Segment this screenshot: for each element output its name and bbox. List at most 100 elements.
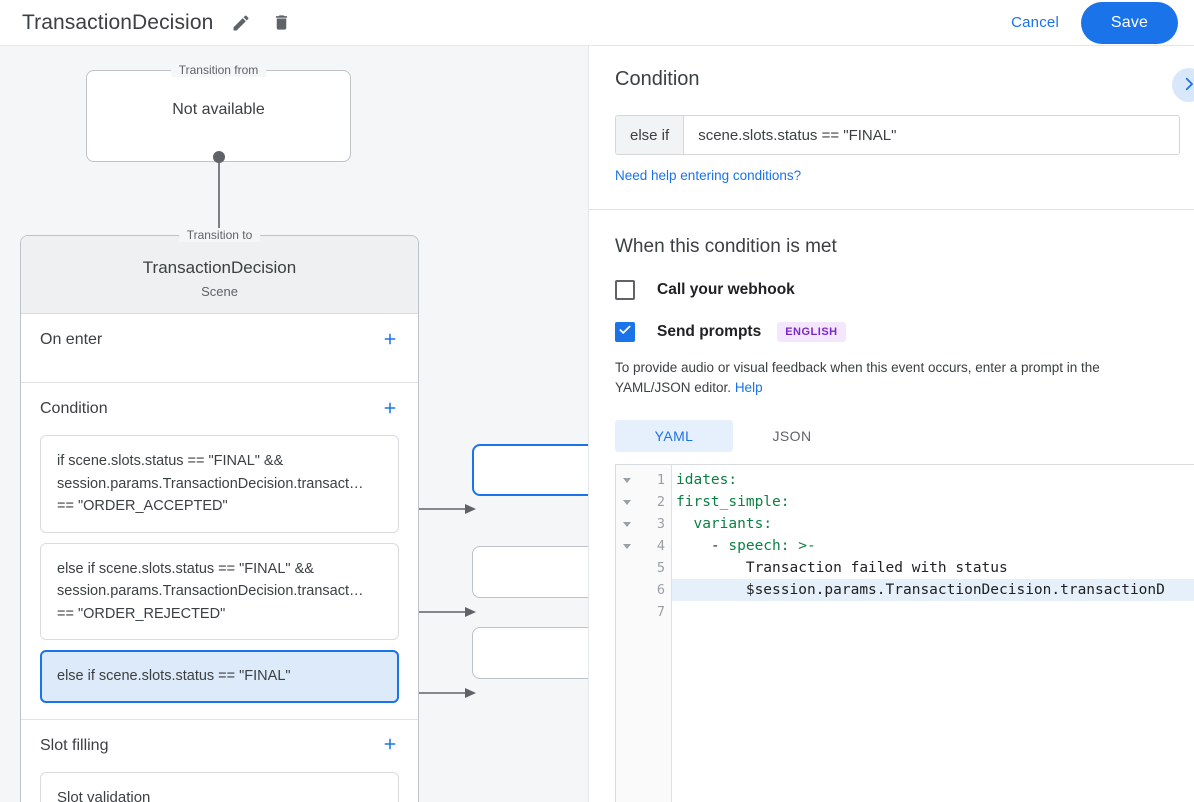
editor-gutter: 1 2 3 4 5 6 7 — [616, 465, 672, 802]
edit-name-button[interactable] — [227, 9, 255, 37]
code-line[interactable]: $session.params.TransactionDecision.tran… — [672, 579, 1194, 601]
code-indent — [676, 516, 693, 532]
condition-list-item[interactable]: if scene.slots.status == "FINAL" && sess… — [40, 435, 399, 533]
condition-help-link[interactable]: Need help entering conditions? — [615, 168, 802, 183]
transition-from-legend: Transition from — [170, 63, 267, 77]
code-rest-token: : >- — [780, 538, 816, 554]
top-app-bar: TransactionDecision Cancel Save — [0, 0, 1194, 46]
flow-canvas[interactable]: Transition from Not available Transition… — [0, 46, 588, 802]
code-rest-token: : — [728, 472, 738, 488]
send-prompts-row[interactable]: Send prompts ENGLISH — [589, 322, 1194, 342]
gutter-row: 2 — [616, 491, 671, 513]
fold-triangle-icon[interactable] — [616, 475, 638, 485]
section-title-slot-filling: Slot filling — [40, 736, 109, 754]
code-line[interactable]: first_simple: — [672, 491, 1194, 513]
send-prompts-checkbox[interactable] — [615, 322, 635, 342]
line-number: 7 — [656, 604, 665, 620]
condition-list-item[interactable]: else if scene.slots.status == "FINAL" &&… — [40, 542, 399, 640]
scene-name: TransactionDecision — [142, 258, 297, 277]
code-indent — [676, 582, 746, 598]
editor-code-lines[interactable]: idates:first_simple: variants: - speech:… — [672, 465, 1194, 802]
transition-from-box: Transition from Not available — [86, 63, 351, 162]
code-indent: - — [676, 538, 729, 554]
code-line[interactable] — [672, 601, 1194, 623]
cancel-button[interactable]: Cancel — [999, 6, 1071, 39]
code-key-token: speech — [728, 538, 781, 554]
condition-expression-input[interactable] — [684, 116, 1179, 154]
check-icon — [618, 323, 632, 342]
prompt-help-link[interactable]: Help — [734, 380, 763, 395]
fold-triangle-icon[interactable] — [616, 541, 638, 551]
add-condition-button[interactable] — [378, 397, 402, 421]
transition-from-value: Not available — [172, 101, 265, 118]
fold-triangle-icon[interactable] — [616, 519, 638, 529]
call-webhook-checkbox[interactable] — [615, 280, 635, 300]
webhook-row[interactable]: Call your webhook — [589, 280, 1194, 300]
plus-icon — [381, 735, 399, 756]
tab-json[interactable]: JSON — [733, 420, 851, 452]
code-line[interactable]: - speech: >- — [672, 535, 1194, 557]
line-number: 5 — [656, 560, 665, 576]
gutter-row: 1 — [616, 469, 671, 491]
condition-list-item-selected[interactable]: else if scene.slots.status == "FINAL" — [40, 650, 399, 703]
code-rest-token: $session.params.TransactionDecision.tran… — [745, 582, 1165, 598]
delete-button[interactable] — [267, 9, 295, 37]
send-prompts-label: Send prompts — [657, 323, 762, 340]
scene-card: Transition to TransactionDecision Scene … — [20, 228, 419, 802]
transition-target-box-3[interactable] — [472, 627, 588, 679]
trash-icon — [272, 13, 291, 32]
slot-validation-item[interactable]: Slot validation — [40, 771, 399, 802]
when-condition-met-heading: When this condition is met — [615, 236, 837, 257]
code-line[interactable]: variants: — [672, 513, 1194, 535]
line-number: 3 — [656, 516, 665, 532]
code-key-token: idates — [676, 472, 729, 488]
scene-type-label: Scene — [201, 284, 238, 299]
pencil-icon — [231, 13, 251, 33]
language-badge: ENGLISH — [777, 322, 846, 342]
section-slot-filling: Slot filling Slot validation — [21, 720, 418, 802]
detail-panel: Condition else if Need help entering con… — [588, 46, 1194, 802]
line-number: 1 — [656, 472, 665, 488]
panel-condition-section: Condition else if Need help entering con… — [589, 46, 1194, 210]
fold-triangle-icon[interactable] — [616, 497, 638, 507]
add-on-enter-button[interactable] — [378, 328, 402, 352]
code-rest-token: : — [780, 494, 790, 510]
code-key-token: variants — [693, 516, 764, 532]
call-webhook-label: Call your webhook — [657, 281, 795, 298]
line-number: 4 — [656, 538, 665, 554]
prompt-description: To provide audio or visual feedback when… — [615, 358, 1168, 398]
save-button[interactable]: Save — [1081, 1, 1178, 44]
transition-target-box-2[interactable] — [472, 546, 588, 598]
line-number: 6 — [656, 582, 665, 598]
gutter-row: 6 — [616, 579, 671, 601]
scene-card-header: TransactionDecision Scene — [21, 236, 418, 314]
gutter-row: 5 — [616, 557, 671, 579]
tab-yaml[interactable]: YAML — [615, 420, 733, 452]
code-indent — [676, 560, 746, 576]
condition-input-row[interactable]: else if — [615, 115, 1180, 155]
code-key-token: first_simple — [676, 494, 781, 510]
panel-heading: Condition — [615, 68, 700, 90]
add-slot-filling-button[interactable] — [378, 734, 402, 758]
code-line[interactable]: idates: — [672, 469, 1194, 491]
section-condition: Condition if scene.slots.status == "FINA… — [21, 383, 418, 720]
code-line[interactable]: Transaction failed with status — [672, 557, 1194, 579]
chevron-right-icon — [1180, 75, 1194, 96]
section-title-condition: Condition — [40, 400, 108, 417]
editor-format-tabs: YAML JSON — [615, 420, 1194, 452]
collapse-panel-button[interactable] — [1172, 68, 1194, 102]
code-rest-token: Transaction failed with status — [745, 560, 1008, 576]
plus-icon — [381, 399, 399, 420]
gutter-row: 3 — [616, 513, 671, 535]
section-title-on-enter: On enter — [40, 331, 103, 348]
transition-to-legend: Transition to — [178, 228, 261, 242]
plus-icon — [381, 330, 399, 351]
transition-target-box-1[interactable] — [472, 444, 588, 496]
panel-when-met-section: When this condition is met Call your web… — [589, 210, 1194, 802]
condition-prefix-label: else if — [616, 116, 685, 154]
gutter-row: 7 — [616, 601, 671, 623]
gutter-row: 4 — [616, 535, 671, 557]
prompt-description-text: To provide audio or visual feedback when… — [615, 360, 1100, 395]
line-number: 2 — [656, 494, 665, 510]
